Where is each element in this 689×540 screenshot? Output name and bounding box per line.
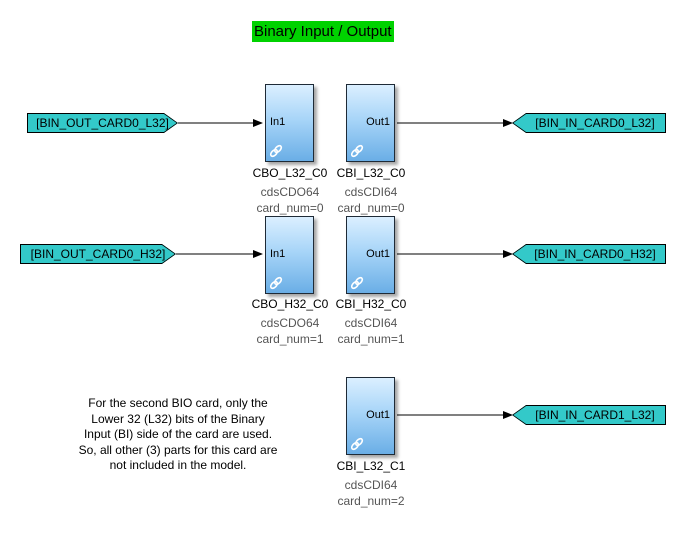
block-name: CBI_L32_C0 <box>336 166 406 180</box>
input-port-label: In1 <box>270 116 286 128</box>
block-name: CBI_L32_C1 <box>336 459 406 473</box>
output-port-label: Out1 <box>366 248 390 260</box>
block-cbo-l32-c0[interactable]: In1 <box>265 84 314 162</box>
block-cbi-l32-c1[interactable]: Out1 <box>346 377 395 455</box>
library-link-icon <box>350 144 364 158</box>
block-param: card_num=1 <box>337 332 405 346</box>
block-cbo-h32-c0[interactable]: In1 <box>265 216 314 294</box>
block-param: card_num=1 <box>256 332 324 346</box>
library-link-icon <box>269 144 283 158</box>
block-type: cdsCDO64 <box>260 185 320 199</box>
goto-tag-label: [BIN_OUT_CARD0_L32] <box>36 116 169 130</box>
from-tag-label: [BIN_IN_CARD1_L32] <box>535 408 655 422</box>
block-name: CBO_H32_C0 <box>251 297 329 311</box>
block-name: CBI_H32_C0 <box>335 297 407 311</box>
output-port-label: Out1 <box>366 409 390 421</box>
from-tag-bin-in-card1-l32[interactable]: [BIN_IN_CARD1_L32] <box>512 405 666 425</box>
block-type: cdsCDI64 <box>344 316 398 330</box>
block-type: cdsCDO64 <box>260 316 320 330</box>
annotation-note: For the second BIO card, only the Lower … <box>78 396 278 472</box>
output-port-label: Out1 <box>366 116 390 128</box>
from-tag-label: [BIN_IN_CARD0_L32] <box>535 116 655 130</box>
input-port-label: In1 <box>270 248 286 260</box>
block-param: card_num=2 <box>337 494 405 508</box>
library-link-icon <box>269 276 283 290</box>
from-tag-bin-in-card0-h32[interactable]: [BIN_IN_CARD0_H32] <box>512 244 666 264</box>
goto-tag-bin-out-card0-l32[interactable]: [BIN_OUT_CARD0_L32] <box>27 113 178 133</box>
library-link-icon <box>350 276 364 290</box>
block-type: cdsCDI64 <box>344 185 398 199</box>
block-param: card_num=0 <box>256 201 324 215</box>
diagram-title: Binary Input / Output <box>252 21 394 42</box>
goto-tag-label: [BIN_OUT_CARD0_H32] <box>30 247 166 261</box>
block-cbi-h32-c0[interactable]: Out1 <box>346 216 395 294</box>
goto-tag-bin-out-card0-h32[interactable]: [BIN_OUT_CARD0_H32] <box>20 244 176 264</box>
block-type: cdsCDI64 <box>344 478 398 492</box>
block-cbi-l32-c0[interactable]: Out1 <box>346 84 395 162</box>
block-param: card_num=0 <box>337 201 405 215</box>
block-name: CBO_L32_C0 <box>252 166 328 180</box>
from-tag-label: [BIN_IN_CARD0_H32] <box>534 247 656 261</box>
library-link-icon <box>350 437 364 451</box>
from-tag-bin-in-card0-l32[interactable]: [BIN_IN_CARD0_L32] <box>512 113 666 133</box>
